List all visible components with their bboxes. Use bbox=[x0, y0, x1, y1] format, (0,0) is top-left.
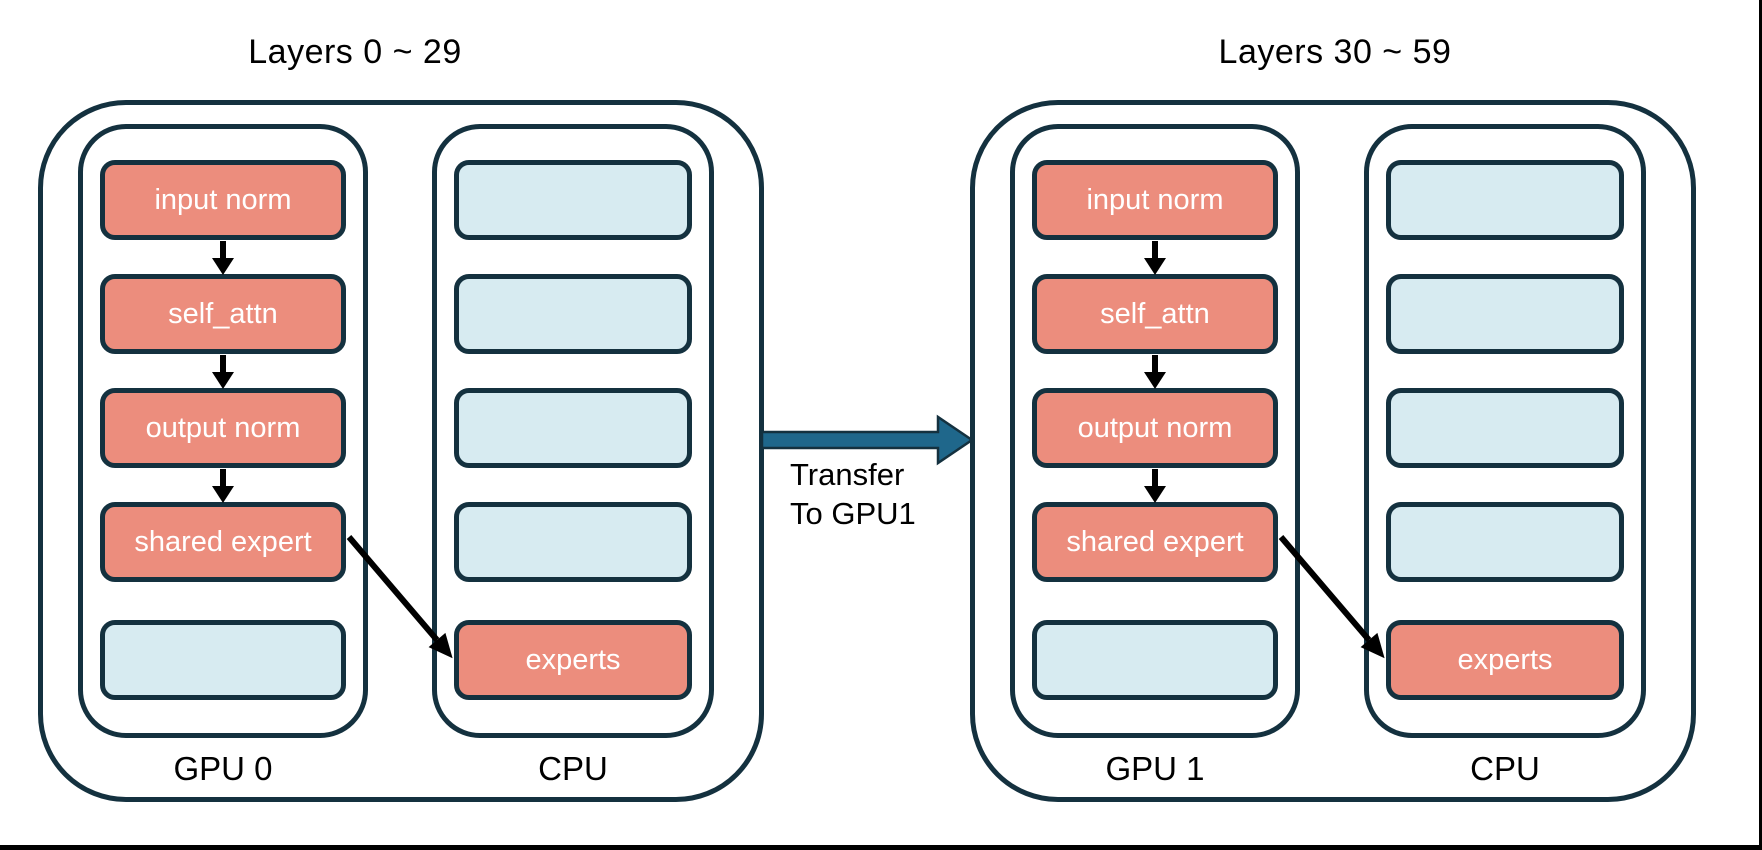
cpu-container-right bbox=[1364, 124, 1646, 738]
group-title-layers-0-29: Layers 0 ~ 29 bbox=[248, 33, 462, 71]
cpu-container-left bbox=[432, 124, 714, 738]
cpu-right-box-experts: experts bbox=[1386, 620, 1624, 700]
cpu-left-box-experts: experts bbox=[454, 620, 692, 700]
transfer-label: Transfer To GPU1 bbox=[790, 455, 916, 533]
gpu0-box-output-norm: output norm bbox=[100, 388, 346, 468]
cpu-left-box-empty-1 bbox=[454, 160, 692, 240]
transfer-label-line1: Transfer bbox=[790, 457, 905, 492]
cpu-right-box-empty-2 bbox=[1386, 274, 1624, 354]
cpu-left-box-empty-3 bbox=[454, 388, 692, 468]
bottom-edge-line bbox=[0, 845, 1762, 850]
cpu-right-box-empty-1 bbox=[1386, 160, 1624, 240]
gpu1-box-output-norm: output norm bbox=[1032, 388, 1278, 468]
gpu0-container bbox=[78, 124, 368, 738]
gpu1-box-input-norm: input norm bbox=[1032, 160, 1278, 240]
gpu0-label: GPU 0 bbox=[173, 750, 273, 787]
cpu-right-label: CPU bbox=[1470, 750, 1540, 787]
gpu0-box-empty bbox=[100, 620, 346, 700]
gpu0-box-input-norm: input norm bbox=[100, 160, 346, 240]
transfer-label-line2: To GPU1 bbox=[790, 496, 916, 531]
cpu-left-box-empty-2 bbox=[454, 274, 692, 354]
gpu1-box-self-attn: self_attn bbox=[1032, 274, 1278, 354]
cpu-left-box-empty-4 bbox=[454, 502, 692, 582]
right-edge-line bbox=[1759, 0, 1762, 850]
gpu0-box-self-attn: self_attn bbox=[100, 274, 346, 354]
gpu1-container bbox=[1010, 124, 1300, 738]
group-title-layers-30-59: Layers 30 ~ 59 bbox=[1218, 33, 1452, 71]
gpu1-box-shared-expert: shared expert bbox=[1032, 502, 1278, 582]
cpu-right-box-empty-4 bbox=[1386, 502, 1624, 582]
gpu0-box-shared-expert: shared expert bbox=[100, 502, 346, 582]
cpu-right-box-empty-3 bbox=[1386, 388, 1624, 468]
gpu1-label: GPU 1 bbox=[1105, 750, 1205, 787]
gpu1-box-empty bbox=[1032, 620, 1278, 700]
cpu-left-label: CPU bbox=[538, 750, 608, 787]
